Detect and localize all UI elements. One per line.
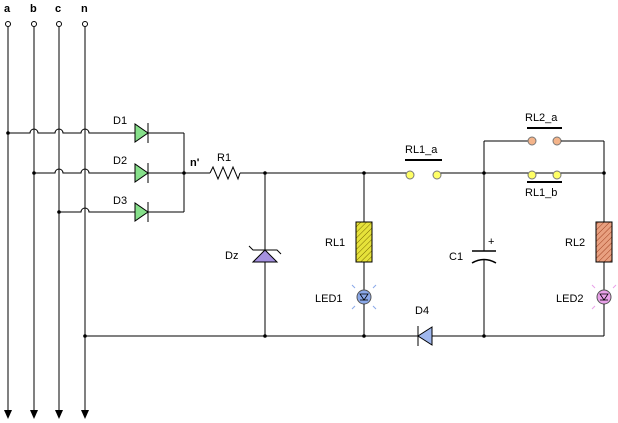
- label-d3: D3: [113, 195, 127, 207]
- phase-label-c: c: [55, 3, 61, 15]
- relay-rl2: RL2: [565, 173, 613, 290]
- led-2: LED2: [556, 284, 617, 336]
- diode-d1-icon: [134, 123, 149, 143]
- tap-wires: [6, 128, 135, 214]
- arrow-c-icon: [55, 410, 63, 419]
- tap-wire-c: [59, 207, 135, 213]
- resistor-r1-icon: [209, 165, 241, 181]
- contact-rl2a-left-icon: [527, 136, 537, 146]
- capacitor-c1: + C1: [449, 141, 497, 336]
- contact-rl1a: RL1_a: [405, 144, 442, 180]
- junction-b: [32, 171, 36, 175]
- phase-label-n: n: [81, 3, 88, 15]
- label-led1: LED1: [315, 293, 343, 305]
- label-rl2a: RL2_a: [525, 112, 558, 124]
- diode-d3: D3: [113, 195, 149, 222]
- label-r1: R1: [217, 152, 231, 164]
- relay-rl1-coil-icon: [355, 221, 373, 263]
- label-dz: Dz: [225, 250, 238, 262]
- contact-rl1a-left-icon: [405, 170, 415, 180]
- diode-d3-icon: [134, 202, 149, 222]
- relay-rl1: RL1: [325, 173, 373, 290]
- label-rl1b: RL1_b: [525, 187, 557, 199]
- contact-rl1b: RL1_b: [525, 170, 562, 199]
- label-rl1a: RL1_a: [405, 144, 438, 156]
- contact-rl1b-left-icon: [527, 170, 537, 180]
- label-rl1: RL1: [325, 237, 345, 249]
- contact-rl2a: RL2_a: [484, 112, 605, 173]
- label-c1: C1: [449, 251, 463, 263]
- diode-d2: D2: [113, 155, 149, 183]
- label-d1: D1: [113, 115, 127, 127]
- label-led2: LED2: [556, 293, 584, 305]
- terminal-b: [31, 21, 37, 27]
- label-c1-polarity: +: [488, 236, 494, 248]
- tap-wire-b: [34, 168, 135, 174]
- diode-d4: D4: [415, 305, 433, 346]
- diode-d1: D1: [113, 115, 149, 143]
- phase-label-b: b: [30, 3, 37, 15]
- resistor-r1: R1: [184, 152, 241, 181]
- arrow-b-icon: [30, 410, 38, 419]
- bottom-bus: [83, 334, 604, 338]
- contact-rl1b-right-icon: [552, 170, 562, 180]
- phase-rails: a b c n: [4, 3, 89, 419]
- label-d2: D2: [113, 155, 127, 167]
- node-label-nprime: n': [190, 157, 200, 169]
- nprime-bus: n': [148, 132, 200, 213]
- diode-d2-icon: [134, 163, 149, 183]
- relay-rl2-coil-icon: [595, 221, 613, 263]
- led-1: LED1: [315, 284, 377, 336]
- arrow-n-icon: [81, 410, 89, 419]
- phase-label-a: a: [4, 3, 11, 15]
- label-rl2: RL2: [565, 237, 585, 249]
- led2-icon: [596, 289, 612, 305]
- contact-rl2a-right-icon: [552, 136, 562, 146]
- contact-rl1a-right-icon: [432, 170, 442, 180]
- junction-a: [6, 131, 10, 135]
- label-d4: D4: [415, 305, 429, 317]
- terminal-a: [5, 21, 11, 27]
- arrow-a-icon: [4, 410, 12, 419]
- zener-dz: Dz: [225, 173, 282, 336]
- terminal-n: [82, 21, 88, 27]
- junction-c: [57, 210, 61, 214]
- diode-d4-icon: [417, 326, 433, 346]
- terminal-c: [56, 21, 62, 27]
- zener-icon: [251, 249, 279, 263]
- led1-icon: [356, 289, 372, 305]
- tap-wire-a: [8, 128, 135, 134]
